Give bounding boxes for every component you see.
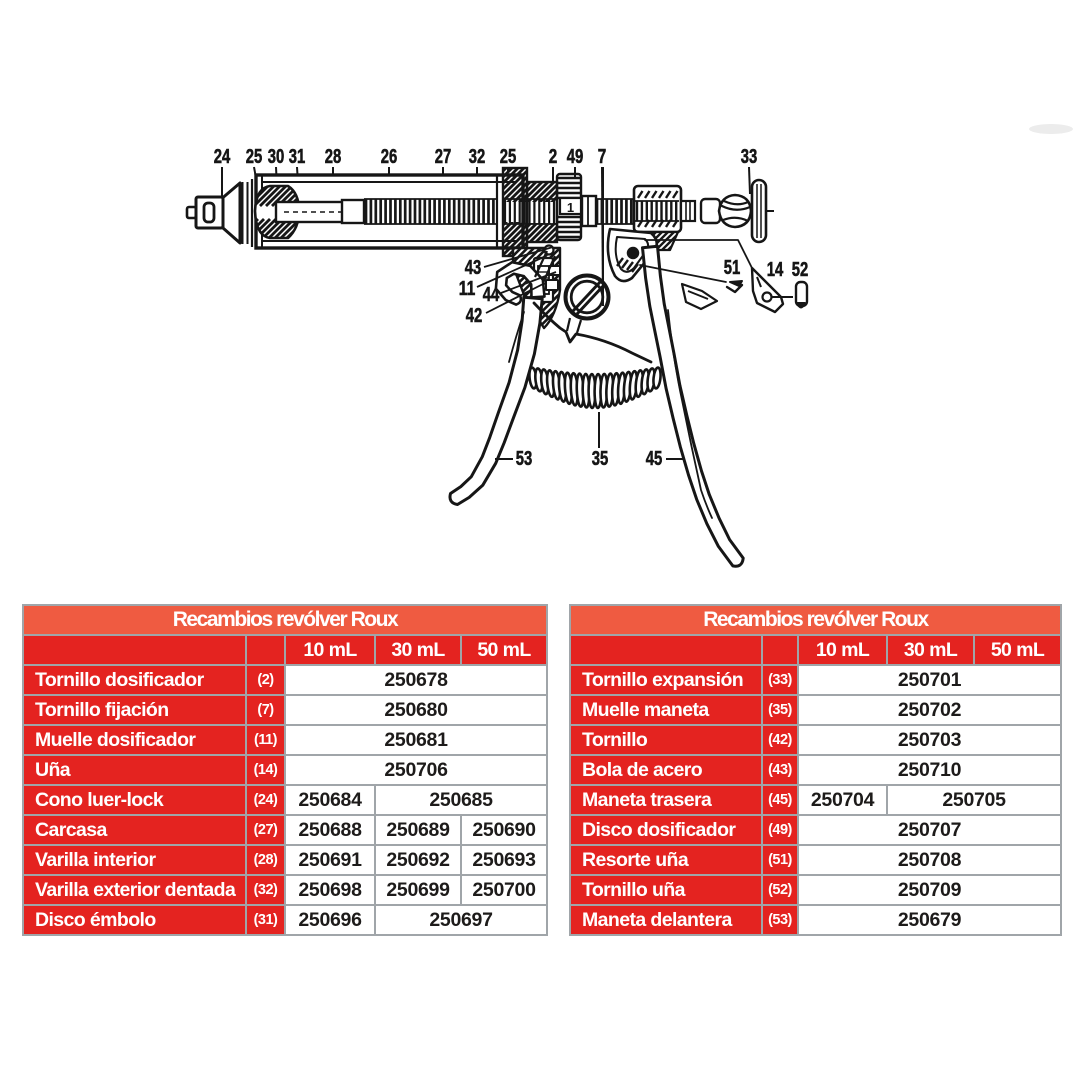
- svg-text:42: 42: [466, 305, 483, 327]
- svg-text:49: 49: [567, 146, 584, 168]
- svg-text:51: 51: [724, 257, 741, 279]
- svg-text:53: 53: [516, 448, 533, 470]
- svg-text:27: 27: [435, 146, 452, 168]
- svg-text:43: 43: [465, 257, 482, 279]
- svg-text:45: 45: [646, 448, 663, 470]
- svg-text:1: 1: [567, 200, 574, 215]
- svg-text:32: 32: [469, 146, 486, 168]
- svg-text:26: 26: [381, 146, 398, 168]
- svg-text:35: 35: [592, 448, 609, 470]
- svg-text:28: 28: [325, 146, 342, 168]
- svg-text:2: 2: [549, 146, 558, 168]
- svg-text:31: 31: [289, 146, 306, 168]
- svg-text:24: 24: [214, 146, 231, 168]
- svg-text:25: 25: [246, 146, 263, 168]
- svg-text:52: 52: [792, 259, 809, 281]
- svg-text:25: 25: [500, 146, 517, 168]
- svg-text:11: 11: [459, 278, 476, 300]
- svg-text:33: 33: [741, 146, 758, 168]
- svg-text:30: 30: [268, 146, 285, 168]
- svg-text:14: 14: [767, 259, 784, 281]
- svg-text:7: 7: [598, 146, 607, 168]
